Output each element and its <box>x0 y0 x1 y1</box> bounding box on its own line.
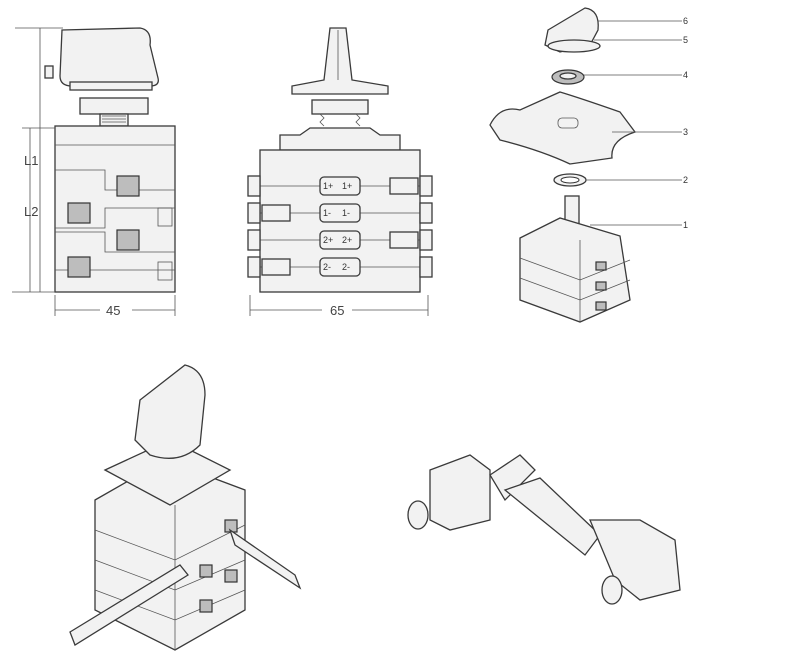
terminal-screw <box>601 575 623 605</box>
contact-window <box>319 176 361 196</box>
part-number-6: 6 <box>683 16 688 26</box>
iso-knob <box>134 364 206 459</box>
height-dimension-lines <box>12 27 63 293</box>
part-number-2: 2 <box>683 175 688 185</box>
part-number-5: 5 <box>683 35 688 45</box>
terminal-clamp <box>261 258 291 276</box>
side-terminal <box>419 229 433 251</box>
contact-label: 2- <box>323 262 331 272</box>
part-number-4: 4 <box>683 70 688 80</box>
side-terminal <box>247 175 261 197</box>
terminal-clamp <box>429 454 491 531</box>
side-terminal <box>247 202 261 224</box>
part-number-3: 3 <box>683 127 688 137</box>
width-dimension-line <box>249 295 429 316</box>
part-number-1: 1 <box>683 220 688 230</box>
terminal-square <box>116 175 140 197</box>
terminal-assembly-view <box>407 454 681 605</box>
dimension-65-label: 65 <box>330 303 344 318</box>
iso-bar <box>69 564 189 646</box>
dimension-l2-label: L2 <box>24 204 38 219</box>
contact-window <box>319 257 361 277</box>
contact-label: 1+ <box>323 181 333 191</box>
side-terminal <box>247 229 261 251</box>
side-nut <box>311 99 369 115</box>
width-dimension-line <box>54 295 176 316</box>
contact-label: 1+ <box>342 181 352 191</box>
terminal-square <box>67 256 91 278</box>
side-terminal <box>419 175 433 197</box>
front-nut <box>79 97 149 115</box>
contact-window <box>319 203 361 223</box>
side-view: 1+ 1+ 1- 1- 2+ 2+ 2- 2- 65 <box>247 27 433 318</box>
exploded-view: 6 5 4 3 2 1 <box>489 7 688 323</box>
terminal-square <box>67 202 91 224</box>
contact-bridge <box>503 477 601 556</box>
isometric-switch-view <box>69 364 302 651</box>
contact-window <box>319 230 361 250</box>
terminal-screw <box>407 500 429 530</box>
dimension-45-label: 45 <box>106 303 120 318</box>
iso-bar <box>228 528 302 590</box>
terminal-clamp <box>389 177 419 195</box>
contact-label: 1- <box>342 208 350 218</box>
contact-label: 2- <box>342 262 350 272</box>
contact-label: 1- <box>323 208 331 218</box>
terminal-clamp <box>389 231 419 249</box>
front-knob <box>59 27 159 87</box>
contact-label: 2+ <box>323 235 333 245</box>
side-terminal <box>247 256 261 278</box>
terminal-square <box>116 229 140 251</box>
knob-screw <box>44 65 54 79</box>
side-knob <box>291 27 389 95</box>
part-switch-body <box>519 217 631 323</box>
terminal-clamp <box>261 204 291 222</box>
dimension-l1-label: L1 <box>24 153 38 168</box>
side-terminal <box>419 202 433 224</box>
contact-label: 2+ <box>342 235 352 245</box>
side-terminal <box>419 256 433 278</box>
front-view: L1 L2 45 <box>12 27 176 318</box>
